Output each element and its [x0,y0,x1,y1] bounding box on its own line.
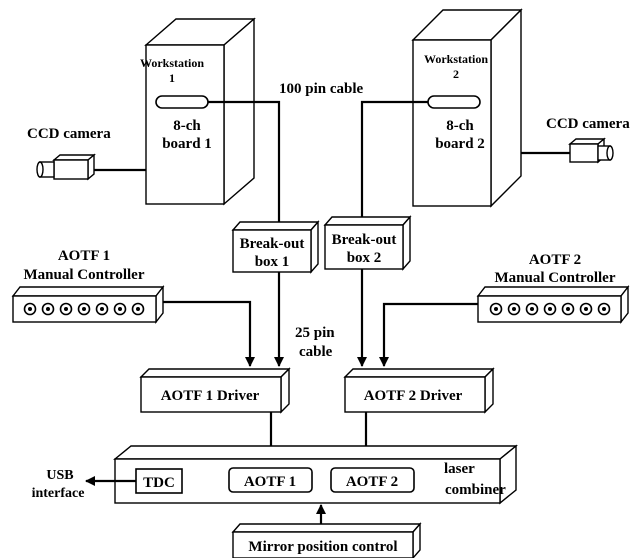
mirror-position-control: Mirror position control [231,522,422,558]
aotf1-module-label: AOTF 1 [244,474,296,490]
breakout-box-1-line2: box 1 [255,254,290,270]
cable-25-pin-label-2: cable [299,344,333,360]
tdc-module [135,468,183,494]
aotf1-controller-title: AOTF 1 [58,248,110,264]
usb-interface-label-2: interface [32,486,85,501]
board-2-slot [427,95,481,109]
board-1-slot [155,95,209,109]
breakout-box-1-line1: Break-out [240,236,305,252]
aotf1-manual-controller-device [11,284,165,325]
workstation-2-title: Workstation [424,52,488,66]
aotf2-controller-title: AOTF 2 [529,252,581,268]
ccd-camera-right-icon [568,137,614,164]
arrow-controller1-to-driver1 [163,300,255,367]
controller-1-knobs [23,302,145,316]
breakout-box-2: Break-out box 2 [323,215,412,271]
workstation-1-number: 1 [169,71,175,85]
board-2-name: board 2 [435,136,485,152]
aotf1-module [228,467,313,493]
workstation-2: Workstation 2 8-ch board 2 [411,8,523,208]
aotf2-module-label: AOTF 2 [346,474,398,490]
cable-board1-to-breakout1 [208,100,281,230]
ccd-camera-left-icon [36,153,96,181]
aotf2-driver-label: AOTF 2 Driver [364,388,463,404]
controller-2-knobs [489,302,611,316]
aotf1-driver: AOTF 1 Driver [139,367,291,414]
tdc-label: TDC [143,475,175,491]
mirror-position-control-label: Mirror position control [248,539,397,555]
board-1-label: 8-ch [173,118,201,134]
workstation-1: Workstation 1 8-ch board 1 [140,17,256,206]
workstation-2-number: 2 [453,67,459,81]
aotf1-controller-subtitle: Manual Controller [24,267,145,283]
laser-combiner: TDC AOTF 1 AOTF 2 laser combiner [113,444,518,505]
aotf2-manual-controller-device [476,284,630,325]
arrow-controller2-to-driver2 [379,302,478,367]
workstation-1-title: Workstation [140,56,204,70]
cable-25-pin-label: 25 pin [295,325,335,341]
laser-combiner-label-2: combiner [445,482,506,498]
aotf2-controller-subtitle: Manual Controller [495,270,616,286]
aotf2-module [330,467,415,493]
board-2-label: 8-ch [446,118,474,134]
cable-board2-to-breakout2 [360,100,428,225]
usb-interface-label-1: USB [46,468,73,483]
aotf2-driver: AOTF 2 Driver [343,367,495,414]
breakout-box-1: Break-out box 1 [231,220,320,274]
ccd-camera-right-label: CCD camera [546,116,630,132]
laser-combiner-label-1: laser [444,461,475,477]
breakout-box-2-line2: box 2 [347,250,382,266]
cable-100-pin-label: 100 pin cable [279,81,364,97]
ccd-camera-left-label: CCD camera [27,126,111,142]
aotf1-driver-label: AOTF 1 Driver [161,388,260,404]
board-1-name: board 1 [162,136,212,152]
breakout-box-2-line1: Break-out [332,232,397,248]
